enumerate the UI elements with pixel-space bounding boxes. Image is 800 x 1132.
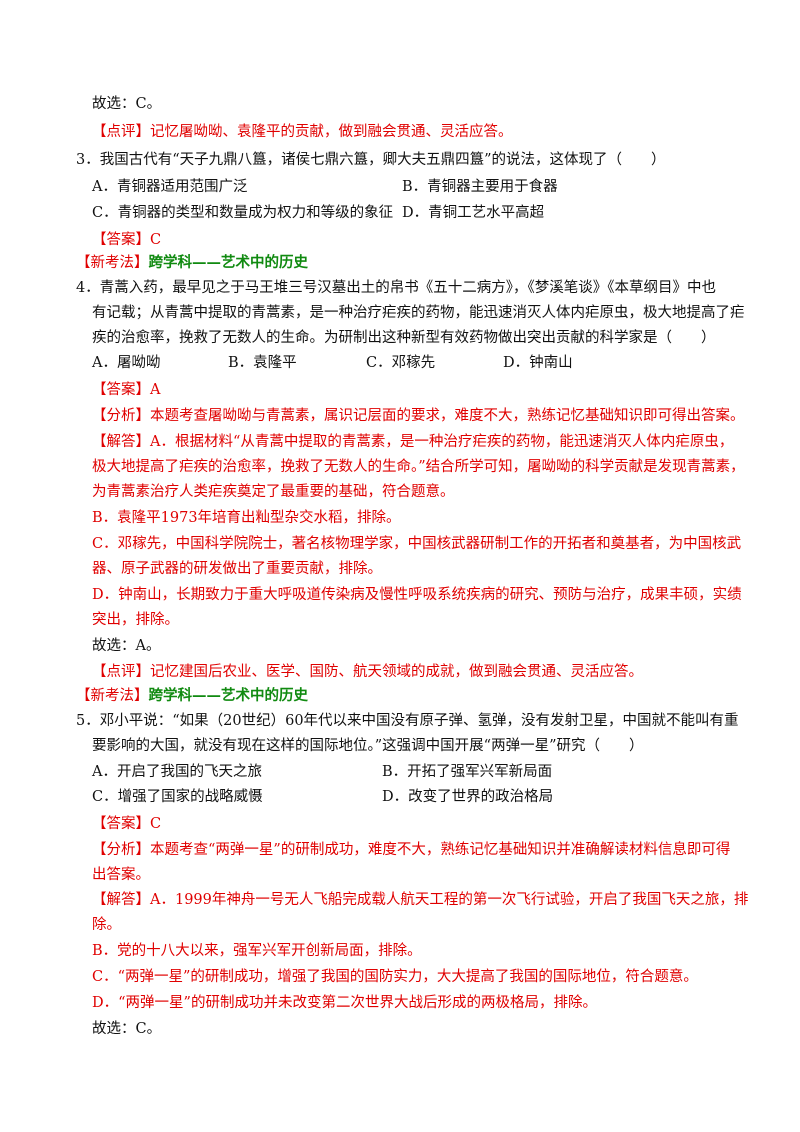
q3-option-c: C．青铜器的类型和数量成为权力和等级的象征: [92, 205, 394, 221]
q4-option-d: D．钟南山: [503, 355, 573, 371]
q3-option-a: A．青铜器适用范围广泛: [92, 179, 248, 195]
q4-solution-c-line-2: 器、原子武器的研发做出了重要贡献，排除。: [92, 561, 382, 577]
q2-final-answer: 故选：C。: [92, 96, 162, 112]
q5-answer: 【答案】C: [92, 816, 162, 832]
q5-solution-a-line-1: 【解答】A．1999年神舟一号无人飞船完成载人航天工程的第一次飞行试验，开启了我…: [92, 892, 749, 908]
q3-stem: 3．我国古代有“天子九鼎八簋，诸侯七鼎六簋，卿大夫五鼎四簋”的说法，这体现了（ …: [76, 152, 666, 168]
q4-solution-c-line-1: C．邓稼先，中国科学院院士，著名核物理学家，中国核武器研制工作的开拓者和奠基者，…: [92, 536, 742, 552]
q5-solution-a-line-2: 除。: [92, 917, 121, 933]
q4-solution-d-line-2: 突出，排除。: [92, 612, 179, 628]
q4-analysis: 【分析】本题考查屠呦呦与青蒿素，属识记层面的要求，难度不大，熟练记忆基础知识即可…: [92, 408, 745, 424]
q5-analysis-line-2: 出答案。: [92, 867, 150, 883]
q4-option-b: B．袁隆平: [228, 355, 297, 371]
section-header-2: 【新考法】跨学科——艺术中的历史: [76, 687, 308, 704]
q4-stem-line-1: 4．青蒿入药，最早见之于马王堆三号汉墓出土的帛书《五十二病方》，《梦溪笔谈》《本…: [76, 280, 716, 296]
q5-final-answer: 故选：C。: [92, 1021, 162, 1037]
q4-solution-line-3: 为青蒿素治疗人类疟疾奠定了最重要的基础，符合题意。: [92, 484, 455, 500]
section-header-1: 【新考法】跨学科——艺术中的历史: [76, 254, 308, 271]
q4-solution-line-1: 【解答】A．根据材料“从青蒿中提取的青蒿素，是一种治疗疟疾的药物，能迅速消灭人体…: [92, 434, 734, 450]
q4-solution-line-2: 极大地提高了疟疾的治愈率，挽救了无数人的生命。”结合所学可知，屠呦呦的科学贡献是…: [92, 459, 745, 475]
q5-option-d: D．改变了世界的政治格局: [382, 789, 554, 805]
q5-option-c: C．增强了国家的战略威慑: [92, 789, 263, 805]
q5-stem-line-2: 要影响的大国，就没有现在这样的国际地位。”这强调中国开展“两弹一星”研究（ ）: [92, 738, 644, 754]
q4-answer: 【答案】A: [92, 382, 161, 398]
q4-final-answer: 故选：A。: [92, 638, 161, 654]
q4-comment: 【点评】记忆建国后农业、医学、国防、航天领域的成就，做到融会贯通、灵活应答。: [92, 664, 643, 680]
q3-answer: 【答案】C: [92, 232, 162, 248]
q4-option-c: C．邓稼先: [366, 355, 436, 371]
q5-analysis-line-1: 【分析】本题考查“两弹一星”的研制成功，难度不大，熟练记忆基础知识并准确解读材料…: [92, 842, 731, 858]
q5-stem-line-1: 5．邓小平说：“如果（20世纪）60年代以来中国没有原子弹、氢弹，没有发射卫星，…: [76, 713, 739, 729]
q4-option-a: A．屠呦呦: [92, 355, 161, 371]
q5-solution-d: D．“两弹一星”的研制成功并未改变第二次世界大战后形成的两极格局，排除。: [92, 995, 597, 1011]
q4-solution-b: B．袁隆平1973年培育出籼型杂交水稻，排除。: [92, 510, 401, 526]
q5-solution-b: B．党的十八大以来，强军兴军开创新局面，排除。: [92, 943, 422, 959]
q5-option-a: A．开启了我国的飞天之旅: [92, 764, 262, 780]
comment-tag: 【点评】: [92, 124, 150, 140]
q5-solution-c: C．“两弹一星”的研制成功，增强了我国的国防实力，大大提高了我国的国际地位，符合…: [92, 969, 698, 985]
q3-option-d: D．青铜工艺水平高超: [402, 205, 545, 221]
q5-option-b: B．开拓了强军兴军新局面: [382, 764, 553, 780]
q2-comment: 【点评】记忆屠呦呦、袁隆平的贡献，做到融会贯通、灵活应答。: [92, 124, 513, 140]
q4-solution-d-line-1: D．钟南山，长期致力于重大呼吸道传染病及慢性呼吸系统疾病的研究、预防与治疗，成果…: [92, 587, 742, 603]
q4-stem-line-2: 有记载；从青蒿中提取的青蒿素，是一种治疗疟疾的药物，能迅速消灭人体内疟原虫，极大…: [92, 305, 745, 321]
q4-stem-line-3: 疾的治愈率，挽救了无数人的生命。为研制出这种新型有效药物做出突出贡献的科学家是（…: [92, 330, 716, 346]
q3-option-b: B．青铜器主要用于食器: [402, 179, 558, 195]
